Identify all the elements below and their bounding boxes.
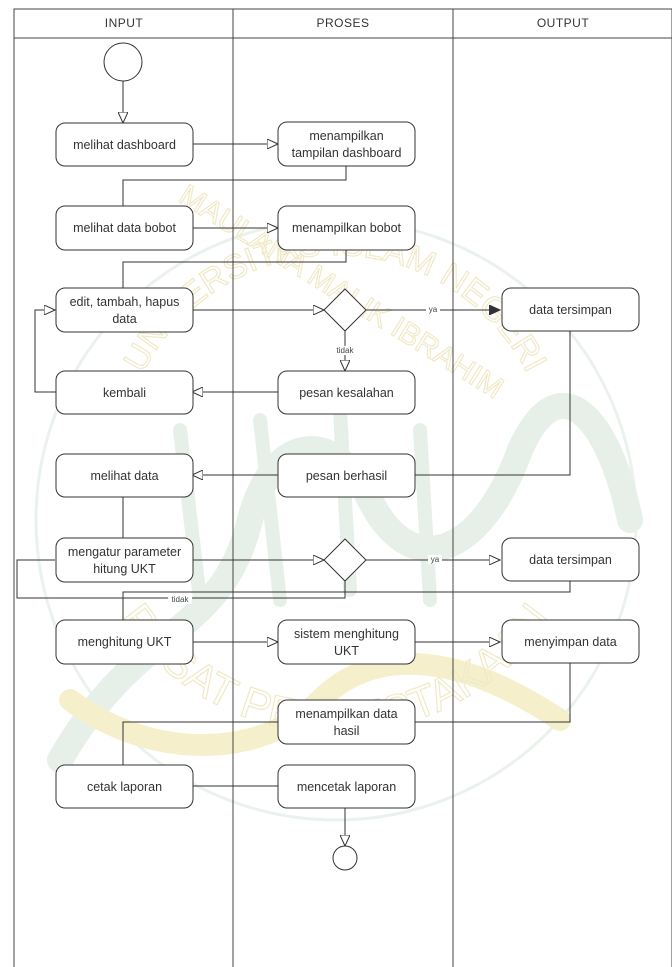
activity-mencetak-laporan: mencetak laporan: [277, 764, 416, 809]
activity-box: [55, 453, 194, 498]
activity-melihat-data: melihat data: [55, 453, 194, 498]
activity-label: cetak laporan: [87, 780, 162, 794]
activity-label-line2: hasil: [334, 724, 360, 738]
guard-ya-2: ya: [431, 555, 440, 564]
activity-menampilkan-data-hasil: menampilkan data hasil: [277, 699, 416, 745]
activity-label: menampilkan bobot: [292, 221, 402, 235]
activity-label-line2: UKT: [334, 644, 359, 658]
guard-bg-tidak-1: [334, 346, 356, 355]
activity-label: data tersimpan: [529, 303, 612, 317]
activity-label: melihat dashboard: [73, 138, 176, 152]
guard-ya-1: ya: [429, 305, 438, 314]
activity-box: [277, 453, 416, 498]
activity-box: [501, 287, 640, 332]
activity-melihat-dashboard: melihat dashboard: [55, 122, 194, 167]
guard-bg-ya-1: [426, 305, 440, 314]
watermark-strokes: [173, 403, 437, 607]
activity-label: menyimpan data: [524, 635, 616, 649]
activity-label: data tersimpan: [529, 553, 612, 567]
activity-box: [501, 619, 640, 664]
activity-box: [55, 537, 194, 583]
lane-title-proses: PROSES: [316, 16, 369, 30]
activity-sistem-menghitung: sistem menghitung UKT: [277, 619, 416, 665]
activity-pesan-berhasil: pesan berhasil: [277, 453, 416, 498]
watermark-calligraphy: [47, 392, 643, 773]
activity-box: [501, 537, 640, 582]
activity-label-line1: edit, tambah, hapus: [70, 295, 180, 309]
activity-box: [277, 205, 416, 251]
activity-box: [277, 619, 416, 665]
activity-box: [277, 121, 416, 167]
flow-hasil-to-cetak: [122, 721, 278, 765]
activity-label: pesan kesalahan: [299, 386, 394, 400]
lanes-frame: [13, 8, 672, 967]
activity-box: [55, 287, 194, 333]
flow-dashboard-return: [122, 166, 347, 206]
activity-box: [55, 122, 194, 167]
activity-label-line1: menampilkan data: [295, 707, 397, 721]
activity-label-line1: sistem menghitung: [294, 627, 399, 641]
activity-label: melihat data bobot: [73, 221, 176, 235]
flow-tersimpan-return: [415, 330, 571, 476]
activity-box: [277, 764, 416, 809]
activity-data-tersimpan-2: data tersimpan: [501, 537, 640, 582]
activity-box: [277, 699, 416, 745]
activity-data-tersimpan-1: data tersimpan: [501, 287, 640, 332]
activity-label-line1: mengatur parameter: [68, 545, 181, 559]
activity-mengatur-parameter: mengatur parameter hitung UKT: [55, 537, 194, 583]
flow-kembali-loop: [34, 310, 56, 393]
flow-simpan-return: [415, 663, 571, 723]
activity-label: menghitung UKT: [78, 635, 172, 649]
guard-bg-tidak-2: [168, 595, 192, 604]
activity-box: [277, 370, 416, 415]
activity-label: pesan berhasil: [306, 469, 387, 483]
activity-box: [55, 619, 194, 665]
flow-tersimpan-2-return: [122, 581, 571, 620]
flows: [16, 81, 571, 846]
flow-bobot-return: [122, 250, 347, 288]
swimlanes: [13, 8, 672, 967]
activity-label: mencetak laporan: [297, 780, 396, 794]
activity-box: [55, 205, 194, 251]
activity-menampilkan-dashboard: menampilkan tampilan dashboard: [277, 121, 416, 167]
activity-label-line1: menampilkan: [309, 129, 383, 143]
activity-label-line2: tampilan dashboard: [292, 146, 402, 160]
activity-menghitung-ukt: menghitung UKT: [55, 619, 194, 665]
activity-label-line2: data: [112, 312, 136, 326]
activity-label-line2: hitung UKT: [93, 562, 156, 576]
activity-box: [55, 764, 194, 809]
activity-kembali: kembali: [55, 370, 194, 415]
activity-pesan-kesalahan: pesan kesalahan: [277, 370, 416, 415]
lane-title-input: INPUT: [105, 16, 144, 30]
activity-menampilkan-bobot: menampilkan bobot: [277, 205, 416, 251]
activity-melihat-data-bobot: melihat data bobot: [55, 205, 194, 251]
guard-tidak-2: tidak: [172, 595, 190, 604]
start-node: [103, 42, 143, 82]
activity-label: kembali: [103, 386, 146, 400]
activity-edit-tambah-hapus: edit, tambah, hapus data: [55, 287, 194, 333]
activity-label: melihat data: [90, 469, 158, 483]
lane-title-output: OUTPUT: [537, 16, 590, 30]
activity-menyimpan-data: menyimpan data: [501, 619, 640, 664]
guard-tidak-1: tidak: [337, 346, 355, 355]
end-node: [332, 845, 358, 871]
guard-bg-ya-2: [428, 555, 442, 564]
activity-cetak-laporan: cetak laporan: [55, 764, 194, 809]
decision-parameter-valid: [323, 538, 367, 582]
decision-edit-valid: [323, 288, 367, 332]
activity-box: [55, 370, 194, 415]
